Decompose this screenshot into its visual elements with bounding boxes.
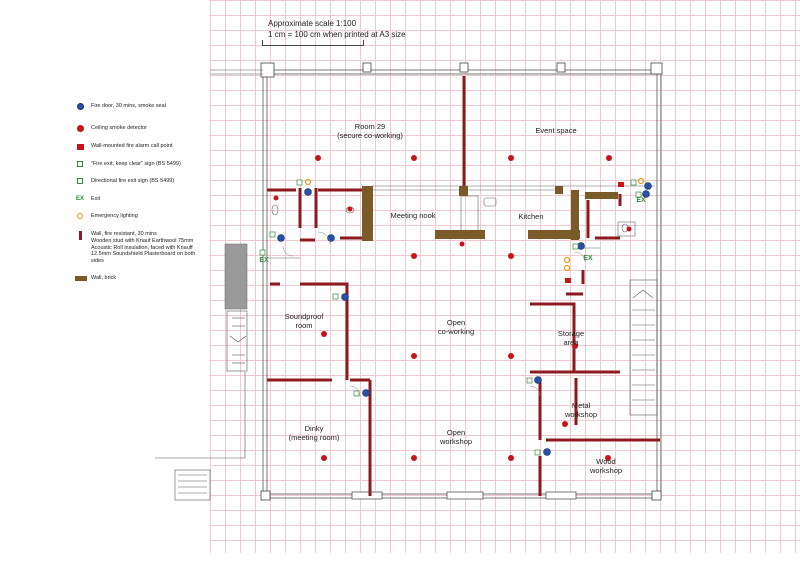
room-name: Open xyxy=(446,318,466,327)
scale-title: Approximate scale 1:100 xyxy=(268,19,357,28)
room-label-open-workshop: Open workshop xyxy=(440,428,472,446)
legend-label: "Fire exit, keep clear" sign (BS 5499) xyxy=(91,161,181,167)
fire-doors xyxy=(277,182,652,456)
exit-label: EX xyxy=(583,255,593,262)
exit-label: EX xyxy=(259,257,269,264)
emergency-lighting-icon xyxy=(77,213,83,219)
legend-label: Wall, fire resistant, 30 mins xyxy=(91,231,157,237)
room-label-dinky: Dinky (meeting room) xyxy=(289,424,340,442)
legend-label: Wall, brick xyxy=(91,275,117,281)
room-name: Wood xyxy=(596,457,616,466)
scale-subtitle: 1 cm = 100 cm when printed at A3 size xyxy=(268,30,406,39)
legend-item-fire-wall: Wall, fire resistant, 30 mins Wooden stu… xyxy=(75,231,203,264)
legend-label: Ceiling smoke detector xyxy=(91,125,147,131)
room-label-open-coworking: Open co-working xyxy=(438,318,474,336)
scale-note: Approximate scale 1:100 1 cm = 100 cm wh… xyxy=(268,18,406,40)
legend-item-call-point: Wall-mounted fire alarm call point xyxy=(75,143,172,152)
legend-item-fire-exit-sign: "Fire exit, keep clear" sign (BS 5499) xyxy=(75,161,181,170)
room-name: Soundproof xyxy=(284,312,324,321)
legend-item-exit: EX Exit xyxy=(75,196,100,205)
smoke-detector-icon xyxy=(77,125,84,132)
room-subtitle: workshop xyxy=(589,466,623,475)
directional-sign-icon xyxy=(77,178,83,184)
brick-walls xyxy=(362,186,618,241)
legend-item-emergency-lighting: Emergency lighting xyxy=(75,213,138,222)
external-stair xyxy=(155,69,263,501)
room-label-soundproof: Soundproof room xyxy=(285,312,324,330)
room-name: Dinky xyxy=(304,424,324,433)
legend-item-smoke-detector: Ceiling smoke detector xyxy=(75,125,147,134)
room-label-storage: Storage area xyxy=(558,329,584,347)
columns xyxy=(260,62,663,501)
room-name: Room 29 xyxy=(354,122,386,131)
room-subtitle: (secure co-working) xyxy=(337,131,403,140)
legend-label: Wall-mounted fire alarm call point xyxy=(91,143,173,149)
room-label-metal-workshop: Metal workshop xyxy=(565,401,597,419)
door-swings xyxy=(282,231,586,397)
legend-item-directional-sign: Directional fire exit sign (BS 5499) xyxy=(75,178,174,187)
room-subtitle: (meeting room) xyxy=(288,433,340,442)
room-label-room-29: Room 29 (secure co-working) xyxy=(337,122,403,140)
legend-item-brick-wall: Wall, brick xyxy=(75,275,116,284)
smoke-detectors xyxy=(273,155,632,461)
legend-label: Directional fire exit sign (BS 5499) xyxy=(91,178,175,184)
room-subtitle: co-working xyxy=(437,327,475,336)
room-label-kitchen: Kitchen xyxy=(518,212,544,221)
room-name: Metal xyxy=(571,401,591,410)
windows xyxy=(351,491,577,500)
exit-signs xyxy=(259,179,642,456)
fire-wall-icon xyxy=(79,231,82,240)
exit-icon: EX xyxy=(76,196,85,202)
room-label-event-space: Event space xyxy=(535,126,577,135)
room-label-meeting-nook: Meeting nook xyxy=(390,211,436,220)
room-subtitle: workshop xyxy=(439,437,473,446)
scale-bar xyxy=(262,40,364,46)
legend-label: Exit xyxy=(91,196,101,202)
internal-stair xyxy=(629,279,658,416)
legend-sublabel: Wooden stud with Knauf Earthwool 75mm Ac… xyxy=(91,238,196,264)
emergency-lights xyxy=(304,177,645,272)
background-grid xyxy=(210,0,800,553)
call-point-icon xyxy=(77,144,84,150)
room-subtitle: workshop xyxy=(564,410,598,419)
room-name: Open xyxy=(446,428,466,437)
fire-walls xyxy=(267,76,660,496)
room-name: Storage xyxy=(557,329,585,338)
legend-label: Emergency lighting xyxy=(91,213,138,219)
fire-door-icon xyxy=(77,103,84,110)
brick-wall-icon xyxy=(75,276,87,281)
call-points xyxy=(565,182,624,283)
fire-exit-sign-icon xyxy=(77,161,83,167)
exit-label: EX xyxy=(636,197,646,204)
room-subtitle: area xyxy=(563,338,579,347)
legend-label: Fire door, 30 mins, smoke seal xyxy=(91,103,166,109)
room-subtitle: room xyxy=(295,321,313,330)
legend-item-fire-door: Fire door, 30 mins, smoke seal xyxy=(75,103,166,112)
room-label-wood-workshop: Wood workshop xyxy=(590,457,622,475)
